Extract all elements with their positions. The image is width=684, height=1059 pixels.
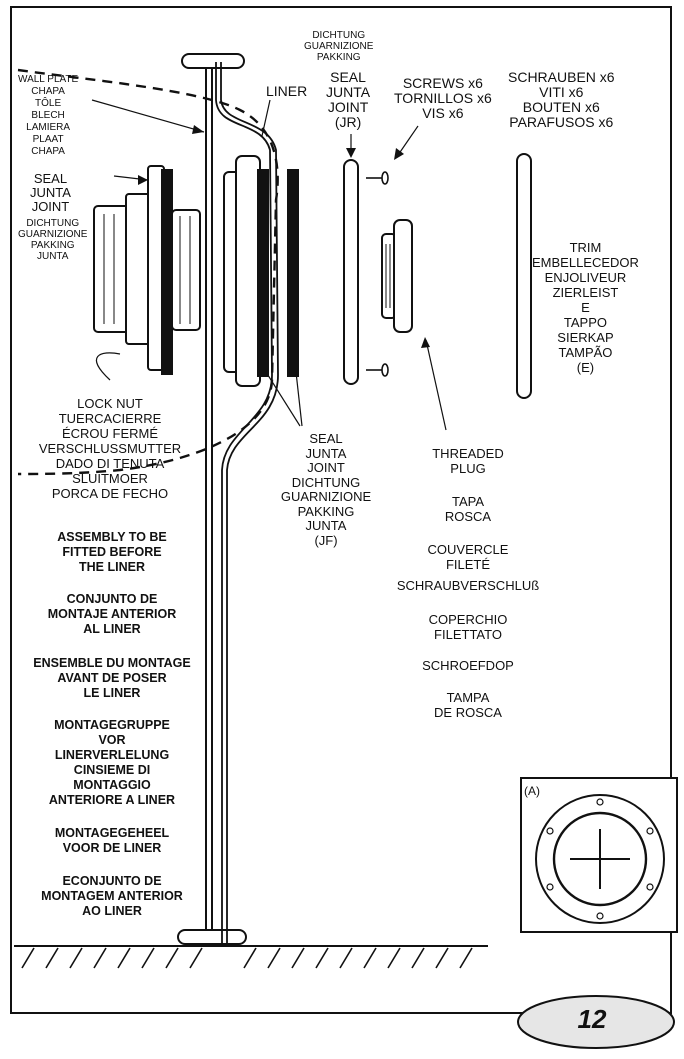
trim-cover-detail — [535, 794, 665, 924]
threaded-plug-en: THREADED PLUG — [432, 446, 504, 476]
trim-shape — [516, 153, 532, 399]
ground-hatching — [21, 947, 473, 969]
detail-box-a — [520, 777, 678, 933]
screws — [366, 171, 389, 377]
threaded-plug-shape — [381, 219, 413, 333]
page-number: 12 — [577, 1004, 607, 1034]
arrow-heads — [138, 125, 430, 348]
threaded-plug-de: SCHRAUBVERSCHLUß — [396, 578, 540, 593]
liner-curve — [215, 62, 279, 944]
page-frame — [10, 6, 672, 1014]
threaded-plug-es: TAPA ROSCA — [444, 494, 492, 524]
threaded-plug-pt: TAMPA DE ROSCA — [434, 690, 502, 720]
threaded-plug-it: COPERCHIO FILETTATO — [428, 612, 508, 642]
threaded-plug-fr: COUVERCLE FILETÉ — [427, 542, 509, 572]
pool-wall-dashed — [17, 68, 279, 476]
flange-and-seals — [223, 155, 299, 387]
leader-lines — [91, 99, 447, 431]
seal-jr-shape — [343, 159, 359, 385]
page-badge — [517, 995, 675, 1049]
wall-plate — [177, 53, 247, 945]
liner-label: LINER — [266, 83, 308, 99]
detail-label: (A) — [524, 784, 540, 798]
skimmer-body — [93, 165, 201, 375]
threaded-plug-nl: SCHROEFDOP — [422, 658, 514, 673]
